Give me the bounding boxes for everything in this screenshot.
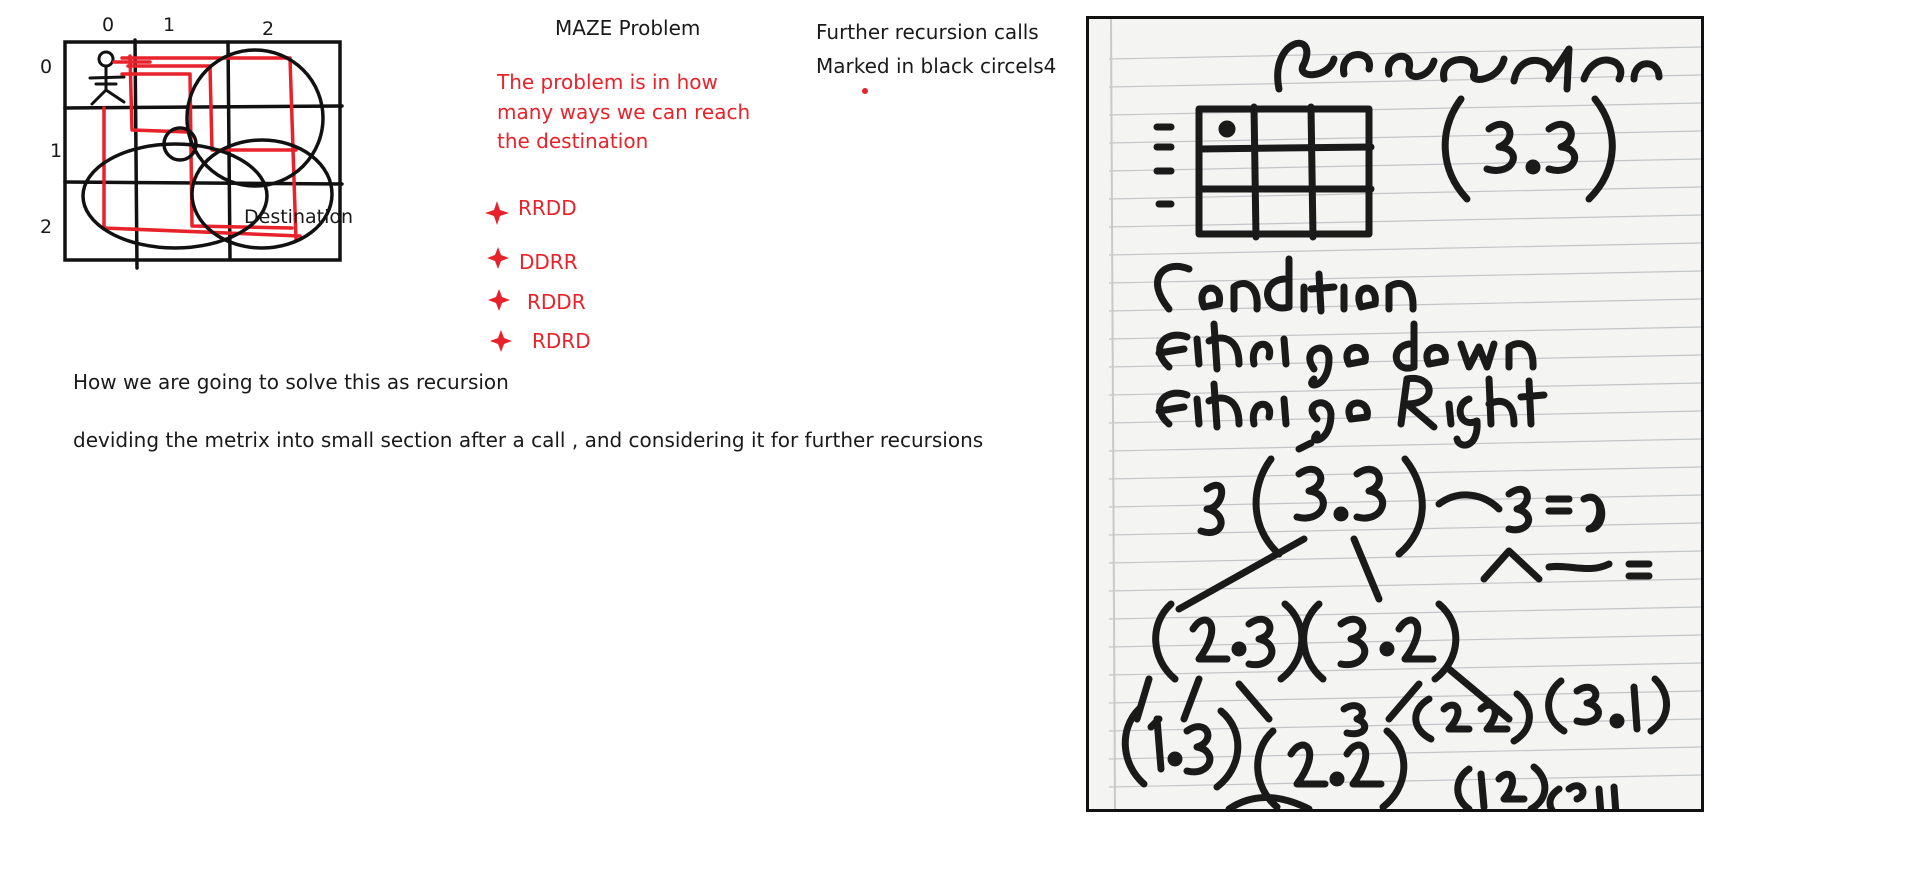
maze-row-label-0: 0 [40,56,53,78]
problem-line2: many ways we can reach [497,100,751,124]
way-item-2: DDRR [519,250,578,274]
page-title: MAZE Problem [555,16,701,40]
handwritten-recursive-tree [1108,19,1701,809]
star-bullet-icon [490,330,512,352]
further-calls-line1: Further recursion calls [816,20,1039,44]
notebook-photo [1086,16,1704,812]
star-bullet-icon [488,289,510,311]
maze-col-label-1: 1 [163,14,176,36]
star-bullet-icon [487,247,509,269]
red-dot [862,88,868,94]
further-calls-line2: Marked in black circels4 [816,54,1057,78]
way-item-4: RDRD [532,329,591,353]
way-item-3: RDDR [527,290,586,314]
how-note: How we are going to solve this as recurs… [73,370,509,394]
person-icon [88,50,126,106]
maze-col-label-2: 2 [262,18,275,40]
maze-drawing [63,38,344,270]
problem-line1: The problem is in how [497,70,718,94]
way-item-1: RRDD [518,196,577,220]
maze-row-label-2: 2 [40,216,53,238]
problem-line3: the destination [497,129,649,153]
dividing-note: deviding the metrix into small section a… [73,428,984,452]
destination-label: Destination [244,206,354,228]
maze-row-label-1: 1 [50,140,63,162]
star-bullet-icon [485,201,509,225]
maze-col-label-0: 0 [102,14,115,36]
